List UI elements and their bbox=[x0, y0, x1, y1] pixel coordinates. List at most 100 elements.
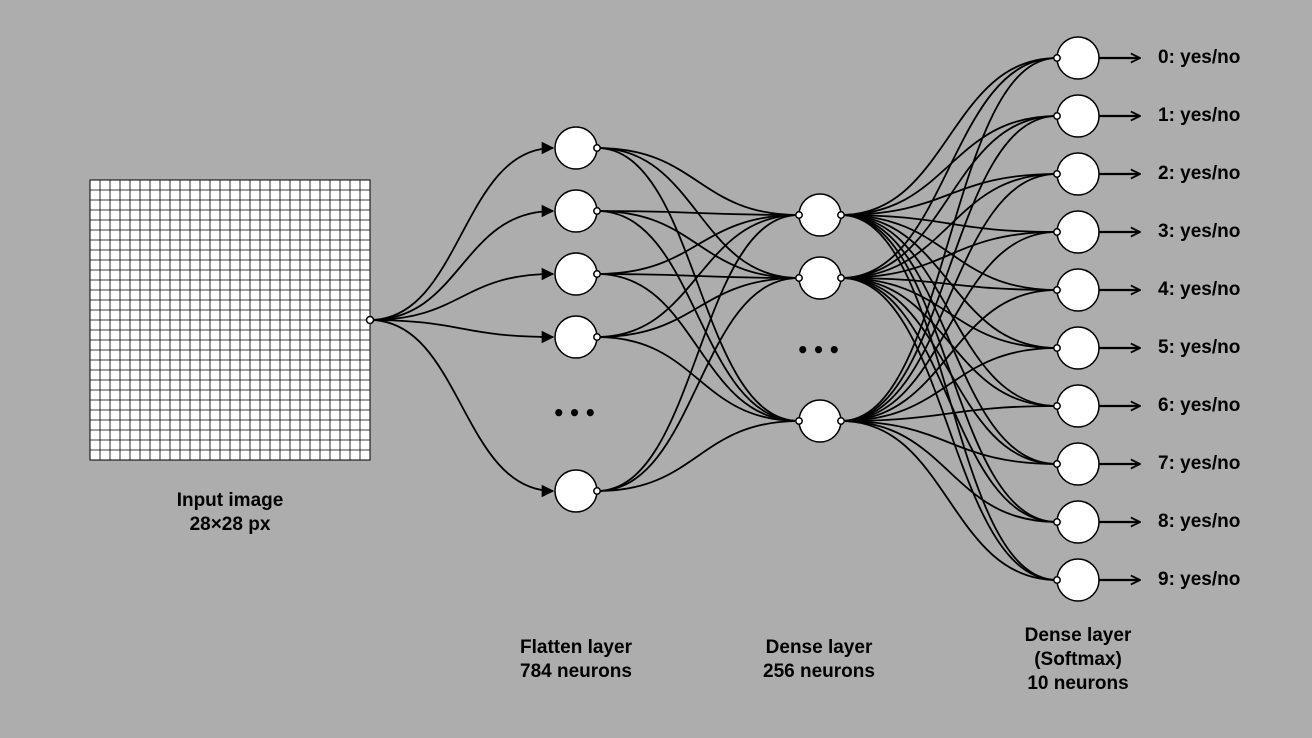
ellipses: ••• ••• bbox=[552, 338, 840, 425]
edge-flatten-3-dense-1 bbox=[596, 277, 800, 338]
flatten-neuron-0 bbox=[554, 126, 598, 170]
edge-dense-0-output-8 bbox=[840, 214, 1058, 523]
output-label-3: 3: yes/no bbox=[1158, 221, 1241, 242]
flatten-neuron-4-out-port bbox=[593, 487, 601, 495]
edge-input-flatten-0 bbox=[369, 141, 555, 321]
output-neuron-3-in-port bbox=[1053, 228, 1061, 236]
edge-dense-2-output-2 bbox=[840, 173, 1058, 422]
connections bbox=[369, 57, 1140, 581]
edge-input-flatten-2 bbox=[369, 267, 555, 321]
edge-dense-0-output-3 bbox=[840, 214, 1058, 233]
edge-dense-2-output-4 bbox=[840, 289, 1058, 422]
edge-dense-1-output-6 bbox=[840, 277, 1058, 407]
edge-dense-2-output-6 bbox=[840, 405, 1058, 422]
output-neuron-2 bbox=[1056, 152, 1100, 196]
edge-flatten-0-dense-2 bbox=[596, 147, 800, 422]
edge-dense-2-output-7 bbox=[840, 420, 1058, 465]
edge-dense-0-output-7 bbox=[840, 214, 1058, 465]
output-caption-title: Dense layer bbox=[1024, 625, 1132, 646]
edge-flatten-2-dense-2 bbox=[596, 273, 800, 422]
dense-neuron-0-out-port bbox=[837, 211, 845, 219]
flatten-neuron-1 bbox=[554, 189, 598, 233]
edge-flatten-3-dense-0 bbox=[596, 214, 800, 338]
input-image-grid bbox=[89, 179, 371, 461]
output-neuron-5-in-port bbox=[1053, 344, 1061, 352]
output-label-8: 8: yes/no bbox=[1158, 511, 1241, 532]
input-grid-lines bbox=[90, 180, 370, 460]
flatten-ellipsis: ••• bbox=[552, 401, 599, 425]
output-neuron-4 bbox=[1056, 268, 1100, 312]
input-caption-title: Input image bbox=[176, 490, 284, 511]
edge-flatten-1-dense-0 bbox=[596, 210, 800, 216]
output-neuron-9-in-port bbox=[1053, 576, 1061, 584]
output-neuron-3 bbox=[1056, 210, 1100, 254]
output-neuron-1 bbox=[1056, 94, 1100, 138]
edge-dense-1-output-2 bbox=[840, 173, 1058, 279]
dense-neuron-2-in-port bbox=[795, 417, 803, 425]
dense-caption: Dense layer 256 neurons bbox=[719, 636, 919, 684]
edge-dense-0-output-0 bbox=[840, 57, 1058, 216]
output-neuron-9 bbox=[1056, 558, 1100, 602]
output-neuron-1-in-port bbox=[1053, 112, 1061, 120]
edge-flatten-4-dense-1 bbox=[596, 277, 800, 492]
edge-flatten-4-dense-2 bbox=[596, 420, 800, 492]
output-neuron-4-in-port bbox=[1053, 286, 1061, 294]
edge-flatten-0-dense-0 bbox=[596, 147, 800, 216]
flatten-neuron-4 bbox=[554, 469, 598, 513]
edge-dense-1-output-8 bbox=[840, 277, 1058, 523]
edge-dense-1-output-7 bbox=[840, 277, 1058, 465]
edge-dense-2-output-3 bbox=[840, 231, 1058, 422]
dense-caption-title: Dense layer bbox=[765, 637, 873, 658]
output-label-5: 5: yes/no bbox=[1158, 337, 1241, 358]
input-caption-size: 28×28 px bbox=[189, 514, 271, 535]
output-label-9: 9: yes/no bbox=[1158, 569, 1241, 590]
edge-dense-1-output-3 bbox=[840, 231, 1058, 279]
dense-neuron-0 bbox=[798, 193, 842, 237]
flatten-neuron-3-out-port bbox=[593, 333, 601, 341]
dense-neuron-2 bbox=[798, 399, 842, 443]
output-label-4: 4: yes/no bbox=[1158, 279, 1241, 300]
flatten-neuron-2 bbox=[554, 252, 598, 296]
output-neuron-7-in-port bbox=[1053, 460, 1061, 468]
output-neuron-0 bbox=[1056, 36, 1100, 80]
flatten-neuron-0-out-port bbox=[593, 144, 601, 152]
output-label-7: 7: yes/no bbox=[1158, 453, 1241, 474]
edge-dense-2-output-8 bbox=[840, 420, 1058, 523]
flatten-caption-count: 784 neurons bbox=[520, 661, 632, 682]
output-neuron-6-in-port bbox=[1053, 402, 1061, 410]
output-caption-count: 10 neurons bbox=[1027, 673, 1129, 694]
edge-dense-2-output-1 bbox=[840, 115, 1058, 422]
dense-neuron-2-out-port bbox=[837, 417, 845, 425]
output-caption-activation: (Softmax) bbox=[1034, 649, 1122, 670]
output-label-6: 6: yes/no bbox=[1158, 395, 1241, 416]
output-neuron-5 bbox=[1056, 326, 1100, 370]
edge-dense-1-output-0 bbox=[840, 57, 1058, 279]
edge-dense-0-output-1 bbox=[840, 115, 1058, 216]
output-neuron-8-in-port bbox=[1053, 518, 1061, 526]
output-neuron-8 bbox=[1056, 500, 1100, 544]
dense-neuron-1-out-port bbox=[837, 274, 845, 282]
edge-dense-2-output-0 bbox=[840, 57, 1058, 422]
neurons bbox=[365, 36, 1100, 602]
edge-dense-0-output-5 bbox=[840, 214, 1058, 349]
output-neuron-0-in-port bbox=[1053, 54, 1061, 62]
dense-neuron-0-in-port bbox=[795, 211, 803, 219]
flatten-neuron-3 bbox=[554, 315, 598, 359]
edge-input-flatten-1 bbox=[369, 204, 555, 321]
edge-flatten-3-dense-2 bbox=[596, 336, 800, 422]
edge-dense-0-output-4 bbox=[840, 214, 1058, 291]
output-neuron-7 bbox=[1056, 442, 1100, 486]
edge-dense-0-output-9 bbox=[840, 214, 1058, 581]
edge-input-flatten-3 bbox=[369, 319, 555, 344]
edge-dense-1-output-9 bbox=[840, 277, 1058, 581]
output-label-2: 2: yes/no bbox=[1158, 163, 1241, 184]
flatten-caption-title: Flatten layer bbox=[520, 637, 632, 658]
edge-flatten-2-dense-0 bbox=[596, 214, 800, 275]
output-label-1: 1: yes/no bbox=[1158, 105, 1241, 126]
edge-dense-0-output-6 bbox=[840, 214, 1058, 407]
flatten-caption: Flatten layer 784 neurons bbox=[476, 636, 676, 684]
edge-flatten-4-dense-0 bbox=[596, 214, 800, 492]
edge-dense-2-output-5 bbox=[840, 347, 1058, 422]
